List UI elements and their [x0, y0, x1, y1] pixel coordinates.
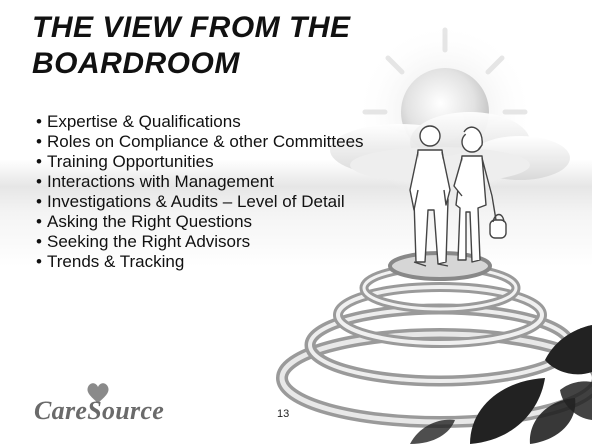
bullet-item: • Roles on Compliance & other Committees [36, 132, 366, 152]
bullet-marker: • [36, 192, 42, 211]
bullet-marker: • [36, 112, 42, 131]
bullet-text: Seeking the Right Advisors [47, 232, 251, 251]
bullet-marker: • [36, 252, 42, 271]
heart-icon [87, 383, 109, 403]
business-people-icon [409, 125, 507, 267]
bullet-list: • Expertise & Qualifications • Roles on Co… [36, 112, 366, 272]
bullet-item: • Interactions with Management [36, 172, 366, 192]
bullet-item: • Expertise & Qualifications [36, 112, 366, 132]
bullet-text: Roles on Compliance & other Committees [47, 132, 364, 151]
petal-pattern-icon [410, 325, 592, 444]
bullet-marker: • [36, 232, 42, 251]
slide-title: THE VIEW FROM THE BOARDROOM [32, 11, 351, 80]
spiral-rings-icon [276, 251, 592, 428]
bullet-item: • Trends & Tracking [36, 252, 366, 272]
page-number: 13 [277, 408, 290, 420]
bullet-marker: • [36, 212, 42, 231]
bullet-text: Asking the Right Questions [47, 212, 253, 231]
bullet-text: Expertise & Qualifications [47, 112, 241, 131]
bullet-marker: • [36, 152, 42, 171]
bullet-item: • Training Opportunities [36, 152, 366, 172]
caresource-logo: CareSource [34, 382, 204, 432]
bullet-text: Interactions with Management [47, 172, 274, 191]
bullet-text: Training Opportunities [47, 152, 214, 171]
bullet-text: Investigations & Audits – Level of Detai… [47, 192, 345, 211]
bullet-text: Trends & Tracking [47, 252, 185, 271]
bullet-marker: • [36, 132, 42, 151]
bullet-item: • Seeking the Right Advisors [36, 232, 366, 252]
bullet-marker: • [36, 172, 42, 191]
bullet-item: • Investigations & Audits – Level of Deta… [36, 192, 366, 212]
logo-text: CareSource [34, 396, 165, 425]
bullet-item: • Asking the Right Questions [36, 212, 366, 232]
